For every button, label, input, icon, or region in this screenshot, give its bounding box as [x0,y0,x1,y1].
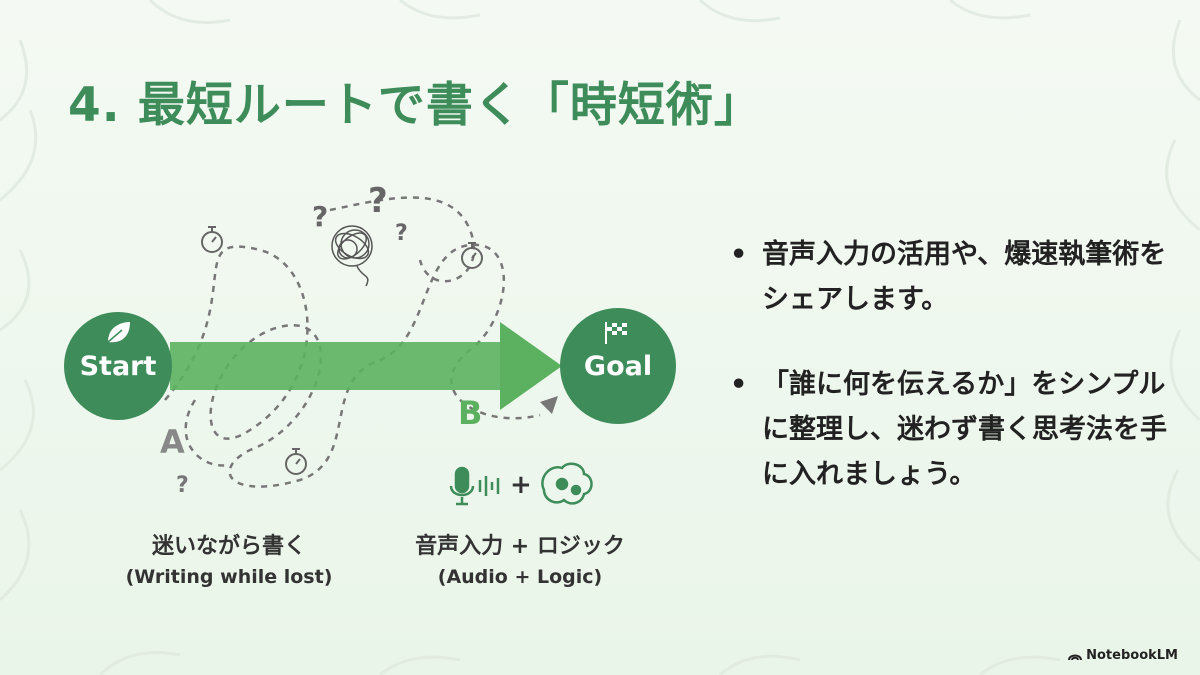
route-a-letter: A [160,423,185,461]
flag-icon [605,322,627,344]
bullet-list: • 音声入力の活用や、爆速執筆術をシェアします。 • 「誰に何を伝えるか」をシン… [730,232,1170,537]
route-b-caption-jp: 音声入力 + ロジック [415,534,625,559]
bullet-text: 音声入力の活用や、爆速執筆術をシェアします。 [762,239,1167,315]
brand-name: NotebookLM [1086,648,1178,663]
tangle-icon [331,225,373,287]
bullet-dot: • [730,239,748,270]
goal-label: Goal [583,351,653,382]
question-mark-icon: ? [176,473,189,498]
start-label: Start [79,351,157,382]
brand-logo: NotebookLM [1068,648,1178,663]
question-mark-icon: ? [312,200,328,233]
route-a-arrowhead [540,396,558,414]
brain-gear-icon [541,462,593,505]
bullet-item: • 「誰に何を伝えるか」をシンプルに整理し、迷わず書く思考法を手に入れましょう。 [730,362,1170,497]
plus-symbol: + [510,470,532,500]
bullet-text: 「誰に何を伝えるか」をシンプルに整理し、迷わず書く思考法を手に入れましょう。 [762,369,1167,490]
stopwatch-icon [461,242,483,269]
leaf-icon [107,322,130,343]
route-b-arrow-head [500,322,562,410]
route-b-caption-en: (Audio + Logic) [437,566,603,588]
route-b-letter: B [458,394,483,432]
page-title: 4. 最短ルートで書く「時短術」 [68,78,762,133]
bullet-item: • 音声入力の活用や、爆速執筆術をシェアします。 [730,232,1170,322]
route-a-caption-en: (Writing while lost) [125,566,333,588]
route-a-caption: 迷いながら書く (Writing while lost) [104,528,354,588]
route-b-arrow-shaft [170,342,510,390]
question-mark-icon: ? [368,181,388,221]
goal-node [560,308,676,424]
route-a-loop [329,196,476,283]
route-a-tail [184,399,231,467]
bullet-dot: • [730,369,748,400]
stopwatch-icon [285,448,307,475]
question-mark-icon: ? [395,221,408,246]
microphone-icon [449,466,500,506]
notebooklm-icon [1068,654,1083,660]
start-node [64,312,172,420]
route-b-caption: 音声入力 + ロジック (Audio + Logic) [385,528,655,588]
route-a-caption-jp: 迷いながら書く [151,534,306,559]
stopwatch-icon [201,226,223,253]
